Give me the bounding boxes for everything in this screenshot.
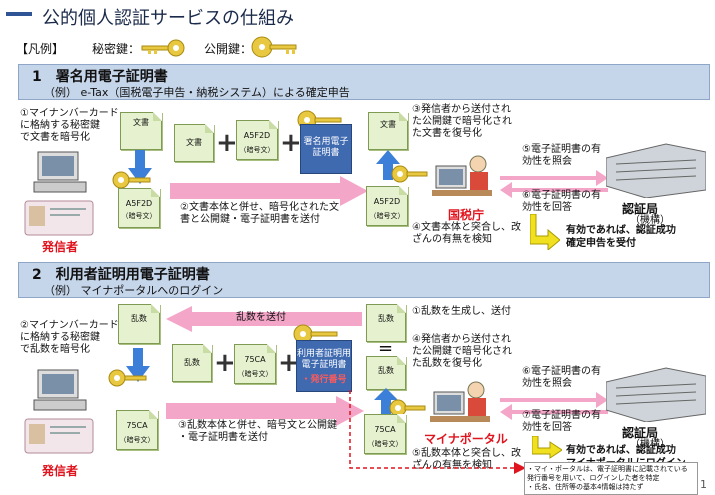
- s2-random-stored: 乱数: [366, 304, 406, 342]
- s2-receiver-key-icon: [389, 399, 426, 417]
- s2-random-send-label: 乱数を送付: [236, 312, 286, 323]
- s2-cipher-sent: 75CA （暗号文）: [234, 344, 276, 384]
- s1-result: 有効であれば、認証成功 確定申告を受付: [566, 225, 676, 249]
- section1-subtitle: （例） e-Tax（国税電子申告・納税システム）による確定申告: [44, 86, 350, 99]
- section1-title: 1 署名用電子証明書: [32, 69, 168, 85]
- s1-doc-source: 文書: [120, 112, 162, 150]
- s1-doc-sent: 文書: [174, 124, 214, 162]
- s1-step1: ①マイナンバーカード に格納する秘密鍵 で文書を暗号化: [20, 108, 119, 143]
- s2-receiver-operator-icon: [430, 381, 490, 422]
- legend-label: 【凡例】: [16, 42, 65, 56]
- s2-authority-building-icon: [606, 367, 706, 422]
- s1-receiver-key-icon: [391, 165, 428, 183]
- s1-sender-label: 発信者: [42, 240, 79, 254]
- page-number: 1: [700, 478, 707, 491]
- page-title: 公的個人認証サービスの仕組み: [42, 8, 294, 29]
- s2-decrypt-arrow: [374, 388, 398, 414]
- public-key-icon: [251, 36, 297, 58]
- s2-portal-note: ・マイ・ポータルは、電子証明書に記載されている 発行番号を用いて、ログインした者…: [524, 462, 698, 495]
- s2-random-source: 乱数: [118, 304, 160, 344]
- section2-subtitle: （例） マイナポータルへのログイン: [44, 284, 224, 297]
- section2-title: 2 利用者証明用電子証明書: [32, 267, 210, 283]
- s2-equal-sign: =: [378, 338, 394, 359]
- s1-private-key-icon: [112, 171, 151, 189]
- s2-cert-issue-number: ・発行番号: [301, 375, 347, 385]
- s2-random-decrypted: 乱数: [366, 356, 406, 390]
- title-accent-bar: [6, 12, 32, 16]
- s2-plus-2: +: [278, 348, 300, 378]
- s1-authority-label: 認証局: [622, 202, 659, 216]
- s1-send-arrow: [170, 176, 368, 206]
- s1-step3: ③発信者から送付され た公開鍵で暗号化され た文書を復号化: [412, 104, 512, 139]
- s1-authority-building-icon: [606, 143, 706, 198]
- s2-query-arrows: [500, 392, 608, 420]
- s2-step3: ③乱数本体と併せ、暗号文と公開鍵 ・電子証明書を送付: [178, 420, 337, 443]
- s2-sender-label: 発信者: [42, 464, 79, 478]
- s2-user-cert: 利用者証明用 電子証明書 ・発行番号: [296, 340, 352, 392]
- s1-cipher-received: A5F2D （暗号文）: [366, 186, 408, 226]
- s1-step5: ⑤電子証明書の有 効性を照会: [522, 144, 601, 167]
- private-key-icon: [141, 39, 185, 57]
- s1-plus-1: +: [216, 128, 238, 158]
- s2-encrypt-arrow: [126, 348, 150, 382]
- s2-step2: ②マイナンバーカード に格納する秘密鍵 で乱数を暗号化: [20, 320, 119, 355]
- s1-encrypt-arrow: [128, 150, 152, 184]
- s1-plus-2: +: [280, 128, 302, 158]
- s2-random-send-arrow: [166, 306, 362, 332]
- s2-private-key-icon: [108, 369, 147, 387]
- s2-authority-sub: （機構）: [630, 439, 670, 450]
- section2-band: [18, 262, 710, 298]
- s2-receiver-label: マイナポータル: [424, 432, 508, 446]
- s1-step2: ②文書本体と併せ、暗号化された文 書と公開鍵・電子証明書を送付: [180, 202, 339, 225]
- s2-step7: ⑦電子証明書の有 効性を回答: [522, 410, 601, 433]
- s1-mynumber-card-icon: [24, 200, 94, 236]
- s2-step1: ①乱数を生成し、送付: [412, 306, 511, 317]
- s1-authority-sub: （機構）: [630, 215, 670, 226]
- s1-decrypt-arrow: [376, 150, 400, 180]
- legend-public-key-label: 公開鍵：: [204, 42, 253, 56]
- s2-sender-computer-icon: [33, 369, 87, 411]
- s1-result-arrow: [530, 214, 560, 250]
- s2-step4: ④発信者から送付され た公開鍵で暗号化され た乱数を復号化: [412, 334, 512, 369]
- s1-query-arrows: [500, 170, 608, 198]
- legend-private-key-label: 秘密鍵：: [92, 42, 141, 56]
- s1-signature-cert: 署名用電子 証明書: [300, 124, 352, 174]
- s2-result-arrow: [532, 436, 562, 459]
- s1-step4: ④文書本体と突合し、改 ざんの有無を検知: [412, 222, 521, 245]
- s2-cipher-doc: 75CA （暗号文）: [116, 410, 158, 450]
- s2-authority-label: 認証局: [622, 426, 659, 440]
- section1-band: [18, 64, 710, 100]
- s1-receiver-label: 国税庁: [448, 208, 485, 222]
- s1-receiver-operator-icon: [432, 155, 492, 196]
- s1-cipher-sent: A5F2D （暗号文）: [236, 120, 278, 160]
- s1-sender-computer-icon: [33, 151, 87, 193]
- s2-random-sent: 乱数: [172, 344, 212, 382]
- s2-cipher-received: 75CA （暗号文）: [364, 414, 406, 454]
- s1-step6: ⑥電子証明書の有 効性を回答: [522, 190, 601, 213]
- s1-doc-received: 文書: [368, 112, 408, 150]
- s2-plus-1: +: [214, 348, 236, 378]
- s2-step5: ⑤乱数本体と突合し、改 ざんの有無を検知: [412, 448, 521, 471]
- s2-mynumber-card-icon: [24, 418, 94, 454]
- s2-send-arrow: [166, 396, 364, 426]
- s2-issue-number-link: [349, 390, 526, 474]
- s1-cipher-doc: A5F2D （暗号文）: [118, 188, 160, 228]
- s2-step6: ⑥電子証明書の有 効性を照会: [522, 366, 601, 389]
